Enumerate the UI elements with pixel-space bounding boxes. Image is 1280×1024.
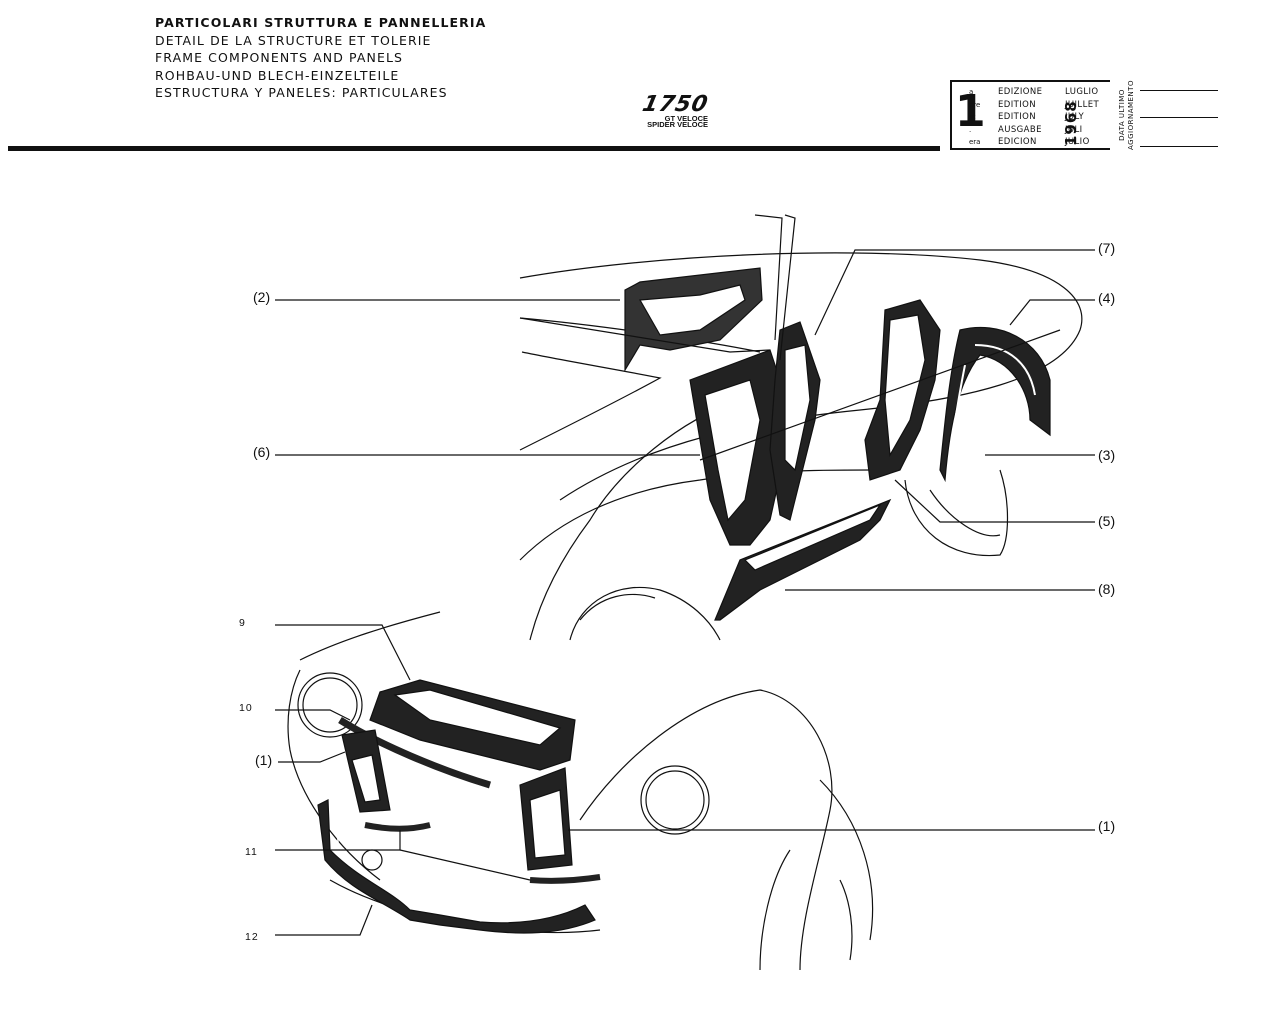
edition-month: LUGLIO [1065,87,1099,97]
edition-ordinal: st [969,113,976,121]
front-fender-right-2 [759,849,791,971]
windscreen-line-lower [519,351,662,451]
callout-1-left: (1) [255,752,273,768]
header-rule [8,146,940,151]
callout-1-right: (1) [1098,818,1116,834]
leader-6-c [779,214,796,361]
body-side-curve [529,399,741,641]
leader-12 [275,904,373,936]
front-fender-curve [519,469,871,561]
callout-11: 11 [245,846,258,858]
update-line [1140,117,1218,119]
update-line [1140,90,1218,92]
rear-wheel-arch [904,469,1009,557]
indicator-lamp [361,849,383,871]
headlamp-right [640,765,710,835]
edition-month: JULI [1065,124,1083,135]
callout-5: (5) [1098,513,1116,529]
part-11-seal-a [364,822,431,832]
callout-3: (3) [1098,447,1116,463]
leader-6-b [754,214,783,341]
title-french: DETAIL DE LA STRUCTURE ET TOLERIE [155,32,432,48]
leader-2-b [519,317,771,353]
callout-2: (2) [253,289,271,305]
side-line-lower-2 [839,879,853,961]
edition-label: EDITION [998,112,1036,122]
nose-left [287,669,381,881]
leader-3-b [699,329,1061,461]
callout-6: (6) [253,444,271,460]
leader-7 [814,249,1095,336]
nose-top [299,611,441,661]
leader-11-b [399,849,531,881]
rear-wheel-arch-inner [929,489,1001,537]
edition-ordinals: a ere st . era [969,86,980,149]
leader-1-left [278,751,346,763]
part-10-strip [338,717,492,789]
model-variant-spider: SPIDER VELOCE [647,120,708,129]
callout-12: 12 [245,931,259,943]
title-spanish: ESTRUCTURA Y PANELES: PARTICULARES [155,85,448,101]
edition-ordinal: . [969,125,972,134]
edition-label: EDITION [998,99,1036,110]
leader-9 [275,624,411,681]
edition-month: JUILLET [1065,99,1100,110]
edition-number: 1 [955,86,986,137]
callout-9: 9 [239,617,246,629]
leader-5 [894,479,1095,523]
headlamp-left [297,672,363,738]
callout-4: (4) [1098,290,1116,306]
title-german: ROHBAU-UND BLECH-EINZELTEILE [155,67,400,83]
page-title-block: PARTICOLARI STRUTTURA E PANNELLERIA DETA… [155,14,486,102]
edition-ordinal: ere [969,100,981,109]
leader-10 [275,709,351,721]
headlamp-left-inner [302,677,358,733]
callout-8: (8) [1098,581,1116,597]
update-line [1140,146,1218,148]
edition-label: AUSGABE [998,124,1042,135]
part-11-seal-b [529,874,601,884]
edition-labels: EDIZIONE EDITION EDITION AUSGABE EDICION [998,86,1042,149]
edition-month: JULY [1065,112,1085,122]
front-fender-right [579,689,833,971]
edition-month: JULIO [1065,137,1090,147]
title-english: FRAME COMPONENTS AND PANELS [155,50,404,66]
headlamp-right-inner [645,770,705,830]
edition-ordinal: era [969,138,981,146]
part-4-panel [939,326,1051,483]
model-variant-gt: GT VELOCE [664,114,708,123]
side-line-lower [819,779,874,941]
edition-months: LUGLIO JUILLET JULY JULI JULIO [1065,86,1099,149]
edition-ordinal: a [969,88,974,96]
callout-7: (7) [1098,240,1116,256]
edition-label: EDIZIONE [998,87,1043,97]
title-italian: PARTICOLARI STRUTTURA E PANNELLERIA [155,15,487,30]
front-wheel-arch [569,586,721,641]
edition-label: EDICION [998,137,1037,147]
edition-box [950,80,1110,150]
leader-4 [1009,299,1095,326]
part-12-crossmember [317,799,596,934]
front-wheel-arch-inner [579,593,656,621]
model-block: 1750 GT VELOCE SPIDER VELOCE [618,92,711,129]
callout-10: 10 [239,702,253,714]
